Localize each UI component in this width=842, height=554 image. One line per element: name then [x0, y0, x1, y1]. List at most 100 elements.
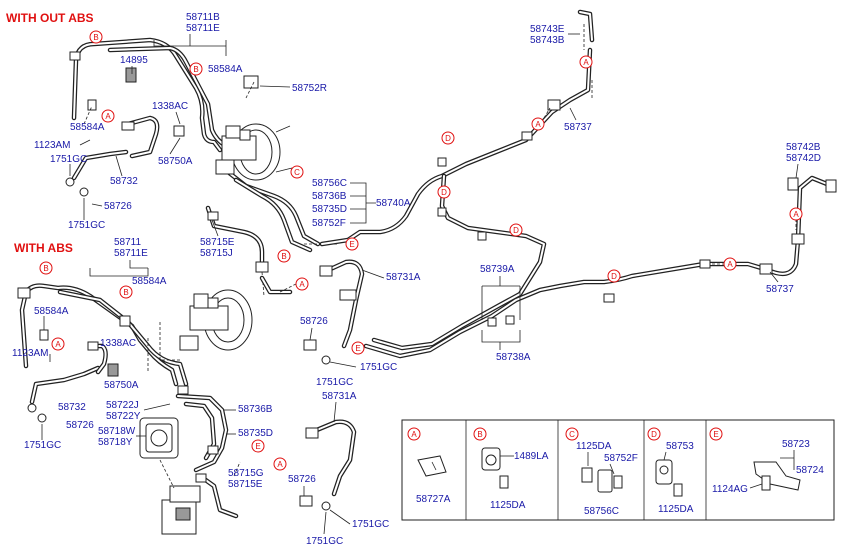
svg-text:A: A: [727, 260, 733, 269]
label-58584a-left: 58584A: [70, 122, 105, 133]
svg-text:B: B: [123, 288, 128, 297]
svg-text:E: E: [355, 344, 360, 353]
callout-e: E: [351, 341, 365, 355]
label-58715j: 58715J: [200, 248, 233, 259]
label-58737-right: 58737: [766, 284, 794, 295]
label-1751gc-b: 1751GC: [68, 220, 105, 231]
label-58715e: 58715E: [200, 237, 235, 248]
label-58711e-abs: 58711E: [114, 248, 148, 259]
label-1338ac-abs: 1338AC: [100, 338, 136, 349]
label-1751gc-abs: 1751GC: [24, 440, 61, 451]
label-58752f: 58752F: [312, 218, 346, 229]
label-58726-mid: 58726: [300, 316, 328, 327]
label-1751gc-bottom: 1751GC: [306, 536, 343, 547]
label-58735d: 58735D: [312, 204, 347, 215]
label-1751gc-mid-right: 1751GC: [360, 362, 397, 373]
legend-58727a: 58727A: [416, 494, 451, 505]
legend-58756c: 58756C: [584, 506, 619, 517]
callout-b: B: [89, 30, 103, 44]
callout-b: B: [119, 285, 133, 299]
svg-text:A: A: [55, 340, 61, 349]
callout-a: A: [295, 277, 309, 291]
legend-58724: 58724: [796, 465, 824, 476]
label-58726-bottom: 58726: [288, 474, 316, 485]
label-58584a: 58584A: [208, 64, 243, 75]
label-58743e: 58743E: [530, 24, 565, 35]
label-58740a: 58740A: [376, 198, 411, 209]
label-58735d-abs: 58735D: [238, 428, 273, 439]
label-1751gc: 1751GC: [50, 154, 87, 165]
label-58752r: 58752R: [292, 83, 327, 94]
legend-panel-e: E 58723 58724 1124AG: [709, 427, 824, 495]
label-58722y: 58722Y: [106, 411, 141, 422]
label-1751gc-bottom-right: 1751GC: [352, 519, 389, 530]
label-58722j: 58722J: [106, 400, 139, 411]
svg-text:E: E: [349, 240, 354, 249]
legend-1125da-d: 1125DA: [658, 504, 694, 515]
label-1123am: 1123AM: [34, 140, 71, 151]
label-58742b: 58742B: [786, 142, 821, 153]
label-58750a: 58750A: [158, 156, 193, 167]
label-58739a: 58739A: [480, 264, 515, 275]
callout-a: A: [723, 257, 737, 271]
callout-a: A: [273, 457, 287, 471]
svg-text:B: B: [477, 430, 482, 439]
svg-text:E: E: [713, 430, 718, 439]
svg-text:A: A: [411, 430, 417, 439]
legend-panel-c: C 1125DA 58752F 58756C: [565, 427, 638, 517]
label-58715g: 58715G: [228, 468, 264, 479]
label-58715e-abs: 58715E: [228, 479, 263, 490]
labels-with-abs: 58711 58711E 58584A 58584A 1123AM 1338AC…: [12, 237, 421, 547]
label-58584a-abs-left: 58584A: [34, 306, 69, 317]
callout-b: B: [39, 261, 53, 275]
svg-text:D: D: [445, 134, 451, 143]
label-58718w: 58718W: [98, 426, 136, 437]
callout-e: E: [345, 237, 359, 251]
svg-text:A: A: [793, 210, 799, 219]
svg-text:D: D: [441, 188, 447, 197]
callout-a: A: [531, 117, 545, 131]
label-58750a-abs: 58750A: [104, 380, 139, 391]
callout-d: D: [509, 223, 523, 237]
callout-a: A: [579, 55, 593, 69]
svg-text:D: D: [611, 272, 617, 281]
svg-text:C: C: [569, 430, 575, 439]
callout-d: D: [607, 269, 621, 283]
label-58732: 58732: [110, 176, 138, 187]
callout-e: E: [251, 439, 265, 453]
label-1123am-abs: 1123AM: [12, 348, 49, 359]
callout-c: C: [290, 165, 304, 179]
callout-b: B: [277, 249, 291, 263]
svg-text:A: A: [583, 58, 589, 67]
svg-text:A: A: [535, 120, 541, 129]
svg-text:D: D: [651, 430, 657, 439]
label-58726-abs: 58726: [66, 420, 94, 431]
svg-text:A: A: [277, 460, 283, 469]
label-58731a-top: 58731A: [386, 272, 421, 283]
label-58731a-bottom: 58731A: [322, 391, 357, 402]
label-58736b-abs: 58736B: [238, 404, 273, 415]
callout-a: A: [789, 207, 803, 221]
label-58736b: 58736B: [312, 191, 347, 202]
label-58732-abs: 58732: [58, 402, 86, 413]
labels-without-abs: 58711B 58711E 58584A 14895 58752R 1338AC…: [34, 12, 411, 259]
svg-text:B: B: [43, 264, 48, 273]
label-1751gc-mid: 1751GC: [316, 377, 353, 388]
label-58742d: 58742D: [786, 153, 821, 164]
svg-text:B: B: [281, 252, 286, 261]
label-58738a: 58738A: [496, 352, 531, 363]
svg-text:B: B: [93, 33, 98, 42]
label-58756c: 58756C: [312, 178, 347, 189]
without-abs-assembly: [65, 37, 338, 297]
label-58584a-abs: 58584A: [132, 276, 167, 287]
svg-text:B: B: [193, 65, 198, 74]
legend-58753: 58753: [666, 441, 694, 452]
legend-panel-a: A 58727A: [407, 427, 451, 505]
legend-1124ag: 1124AG: [712, 484, 748, 495]
label-58711: 58711: [114, 237, 142, 248]
callout-b: B: [189, 62, 203, 76]
label-58711e: 58711E: [186, 23, 220, 34]
with-abs-assembly: [17, 259, 365, 535]
heading-without-abs: WITH OUT ABS: [6, 11, 94, 25]
